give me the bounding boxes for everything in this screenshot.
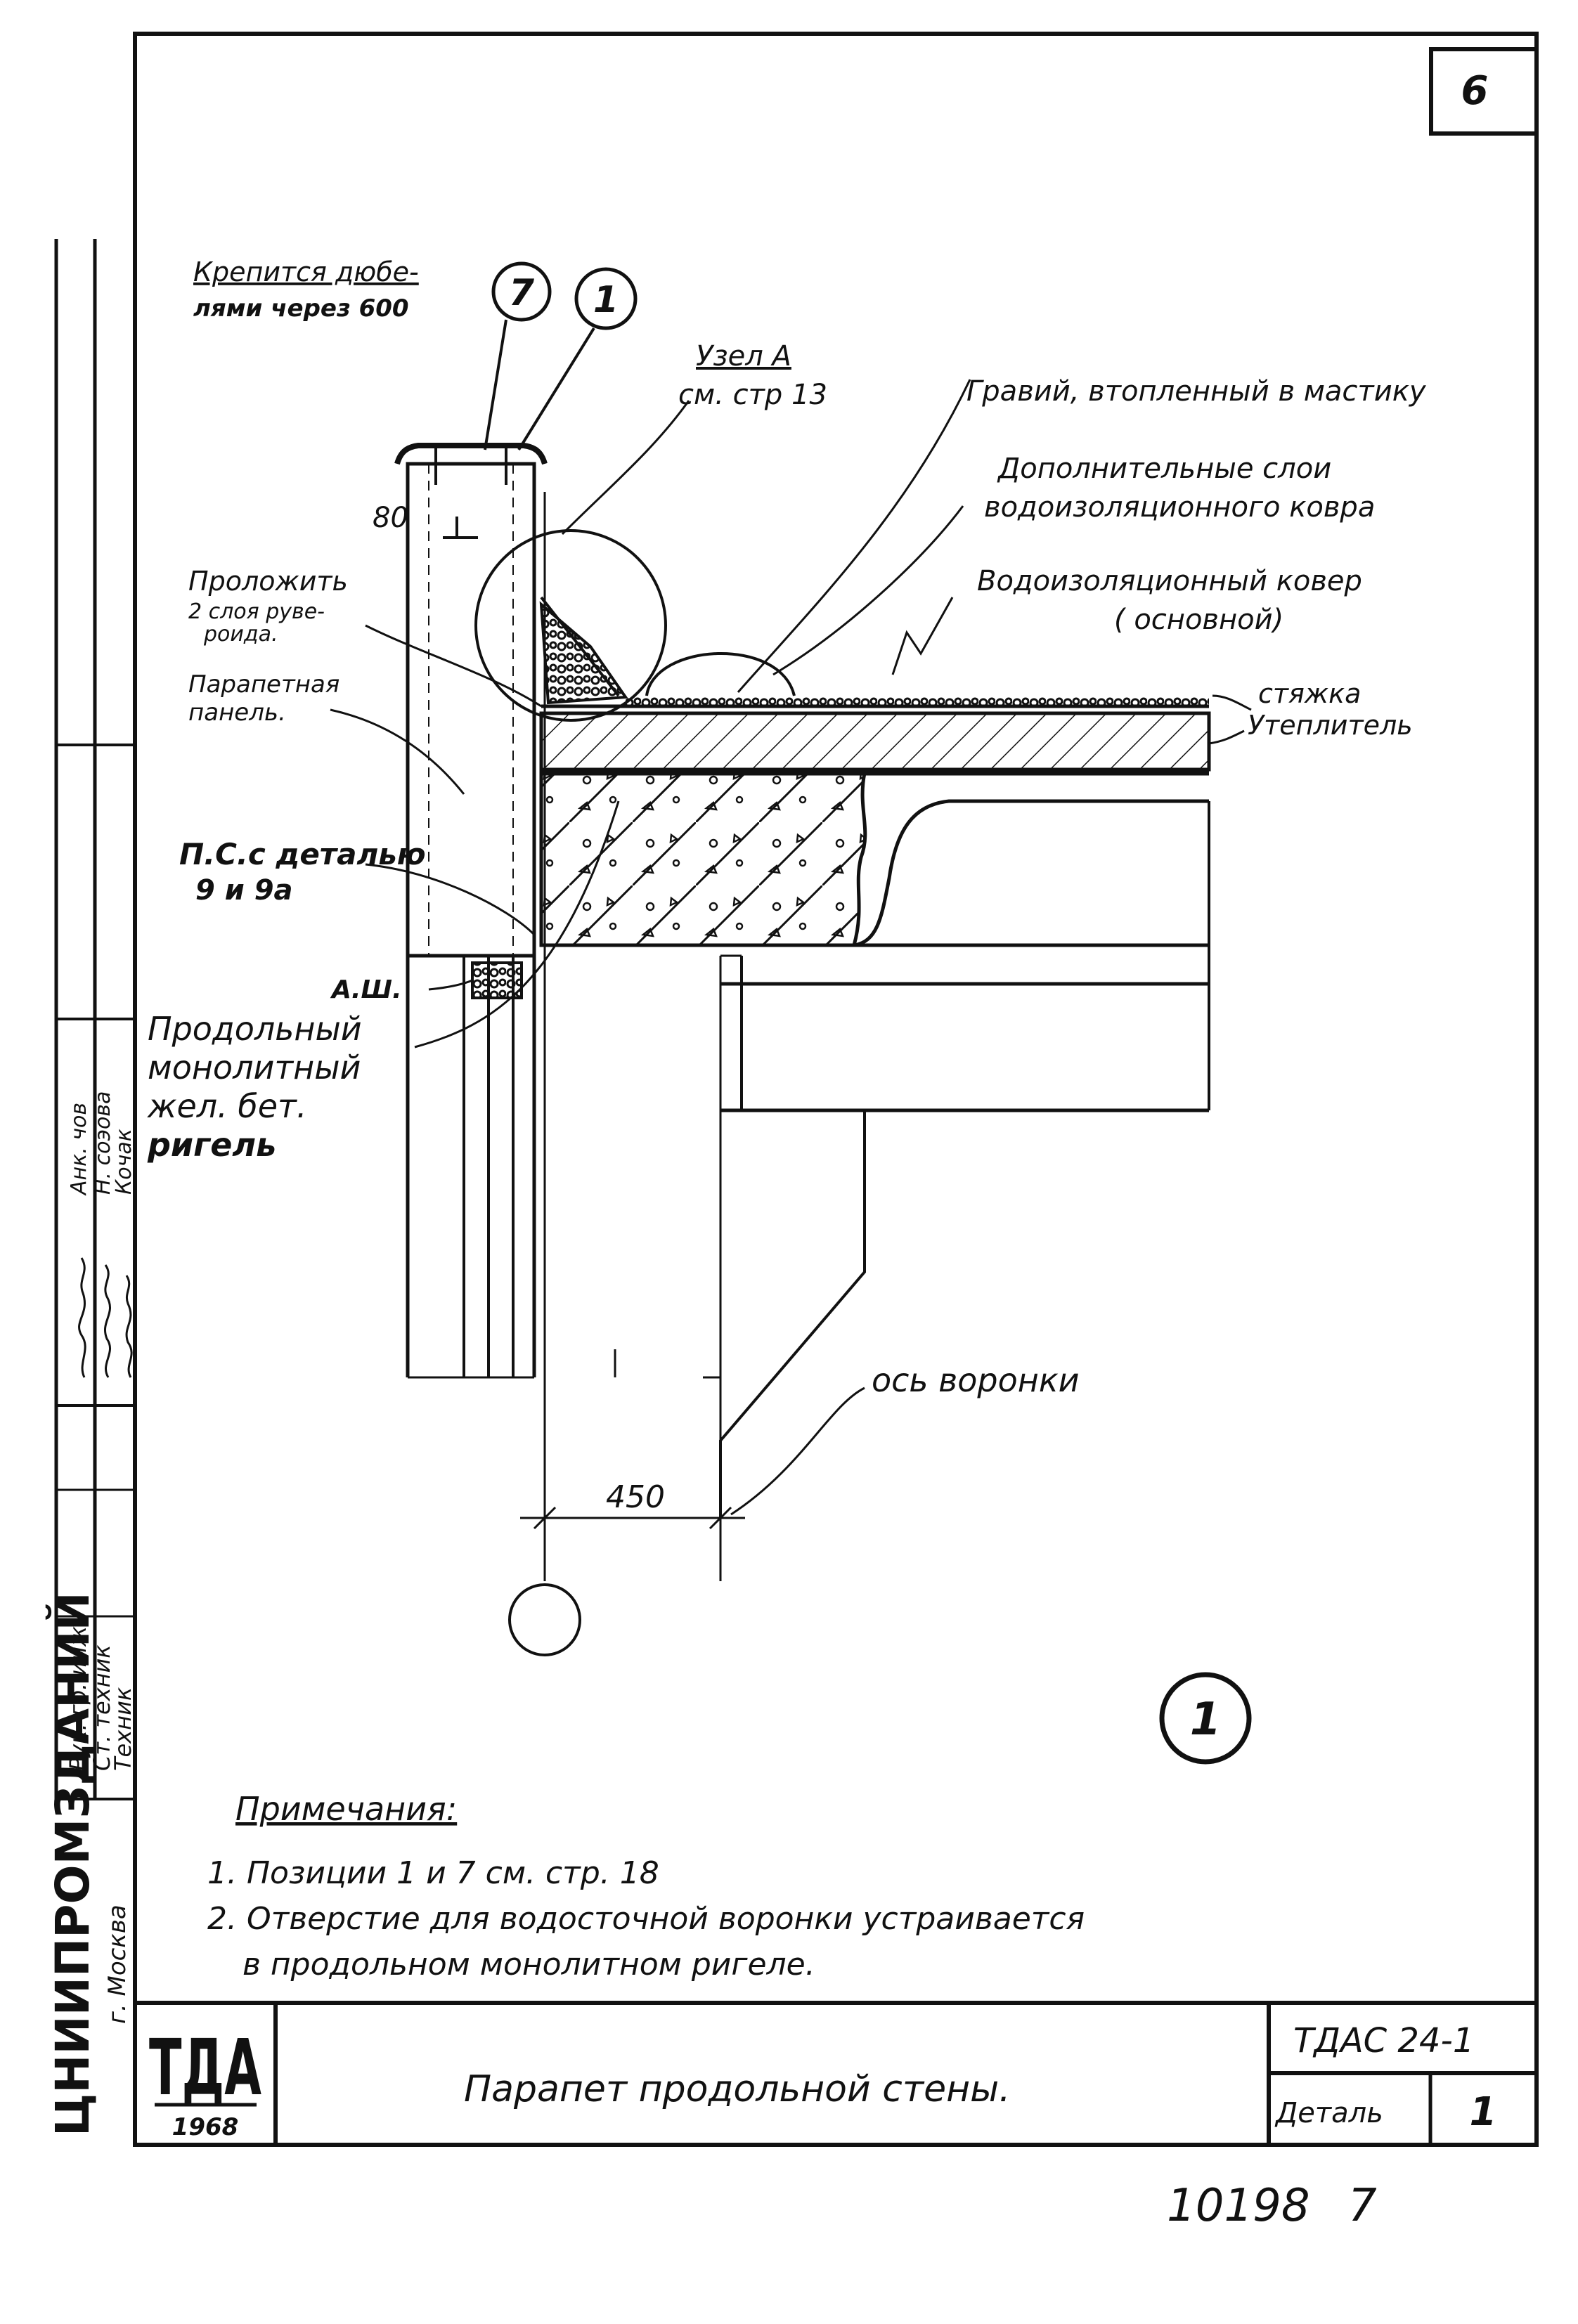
label-main-carpet-1: Водоизоляционный ковер: [977, 565, 1362, 597]
label-girder-3: жел. бет.: [147, 1087, 306, 1125]
insulation-layer: [539, 711, 1211, 772]
label-aw: А.Ш.: [330, 975, 402, 1004]
stamp-role-1: Рук. гр. инж.: [65, 1619, 91, 1771]
label-fastening-2: лями через 600: [193, 294, 409, 323]
callout-7-circle: [491, 261, 552, 322]
note-3: в продольном монолитном ригеле.: [242, 1947, 815, 1982]
parapet-coping: [394, 443, 548, 465]
label-funnel-axis: ось воронки: [872, 1361, 1080, 1399]
label-ps-2: 9 и 9а: [195, 874, 293, 907]
label-fastening-1: Крепится дюбе-: [193, 257, 419, 287]
label-extra-layers-2: водоизоляционного ковра: [984, 491, 1375, 524]
detail-mark: 1: [1190, 1694, 1222, 1746]
parapet-panel: [406, 462, 536, 958]
year: 1968: [172, 2113, 239, 2141]
title-block: ТДА 1968 Парапет продольной стены. ТДАС …: [149, 2021, 1496, 2141]
label-ps-1: П.С.с деталью: [179, 837, 426, 871]
stamp-name-1: Анк. чов: [67, 1103, 91, 1196]
label-insulation: Утеплитель: [1248, 710, 1413, 741]
label-node-2: см. стр 13: [678, 379, 827, 411]
dimensions: 450 80: [373, 502, 745, 1530]
section-drawing: [394, 443, 1211, 1581]
node-a-circle: [474, 529, 667, 722]
callout-1: 1: [593, 279, 619, 321]
label-screed: стяжка: [1258, 678, 1361, 709]
label-girder-1: Продольный: [148, 1010, 362, 1048]
label-parapet-2: панель.: [188, 699, 286, 727]
signature-mark-1: [78, 1257, 86, 1378]
label-main-carpet-2: ( основной): [1114, 604, 1283, 636]
organization-city: г. Москва: [103, 1904, 131, 2024]
notes: Примечания: 1. Позиции 1 и 7 см. стр. 18…: [207, 1790, 1085, 1982]
roof-slab: [539, 771, 867, 947]
footer-page: 7: [1348, 2180, 1377, 2232]
label-girder-2: монолитный: [148, 1049, 361, 1086]
leader-lines: [330, 379, 1252, 1516]
detail-mark-circle: [1159, 1672, 1252, 1765]
callouts: 7 1 1: [484, 261, 1252, 1765]
label-lay-3: роида.: [203, 622, 278, 647]
stamp-role-3: Техник: [110, 1687, 136, 1771]
label-node-1: Узел А: [696, 340, 791, 372]
dimension-80: 80: [373, 502, 408, 534]
footer-number: 10198: [1167, 2180, 1310, 2232]
axis-bubble: [508, 1583, 581, 1656]
label-gravel: Гравий, втопленный в мастику: [966, 375, 1427, 408]
anchor-joint: [471, 961, 523, 999]
stamp-column: Рук. гр. инж. Ст. техник Техник Анк. чов…: [45, 239, 136, 2136]
callout-7: 7: [509, 272, 535, 314]
sheet-frame: [133, 32, 1539, 2147]
label-lay-2: 2 слоя руве-: [188, 599, 325, 624]
label-parapet-1: Парапетная: [188, 670, 339, 699]
note-1: 1. Позиции 1 и 7 см. стр. 18: [207, 1855, 659, 1891]
signature-mark-3: [125, 1275, 133, 1378]
callout-1-circle: [574, 267, 638, 330]
note-2: 2. Отверстие для водосточной воронки уст…: [207, 1901, 1085, 1937]
organization-name: ЦНИИПРОМЗДАНИЙ: [45, 1592, 100, 2136]
stamp-name-2: Н. соэова: [91, 1091, 115, 1195]
gravel-layer: [626, 697, 1209, 708]
detail-label: Деталь: [1274, 2097, 1383, 2129]
detail-number: 1: [1470, 2089, 1497, 2135]
label-extra-layers-1: Дополнительные слои: [997, 453, 1331, 485]
signature-mark-2: [104, 1264, 112, 1378]
notes-heading: Примечания:: [235, 1790, 457, 1828]
drawing-code: ТДАС 24-1: [1293, 2021, 1474, 2060]
logo-mark: ТДА: [149, 2023, 261, 2112]
label-lay-1: Проложить: [188, 566, 348, 597]
sheet-number: 6: [1461, 68, 1489, 114]
dimension-450: 450: [606, 1479, 665, 1515]
label-girder-4: ригель: [147, 1126, 276, 1164]
annotations: Крепится дюбе- лями через 600 Узел А см.…: [147, 257, 1427, 1399]
drawing-title: Парапет продольной стены.: [464, 2068, 1011, 2110]
stamp-name-3: Кочак: [112, 1129, 136, 1195]
stamp-role-2: Ст. техник: [89, 1644, 115, 1771]
funnel-outline: [719, 1110, 866, 1518]
